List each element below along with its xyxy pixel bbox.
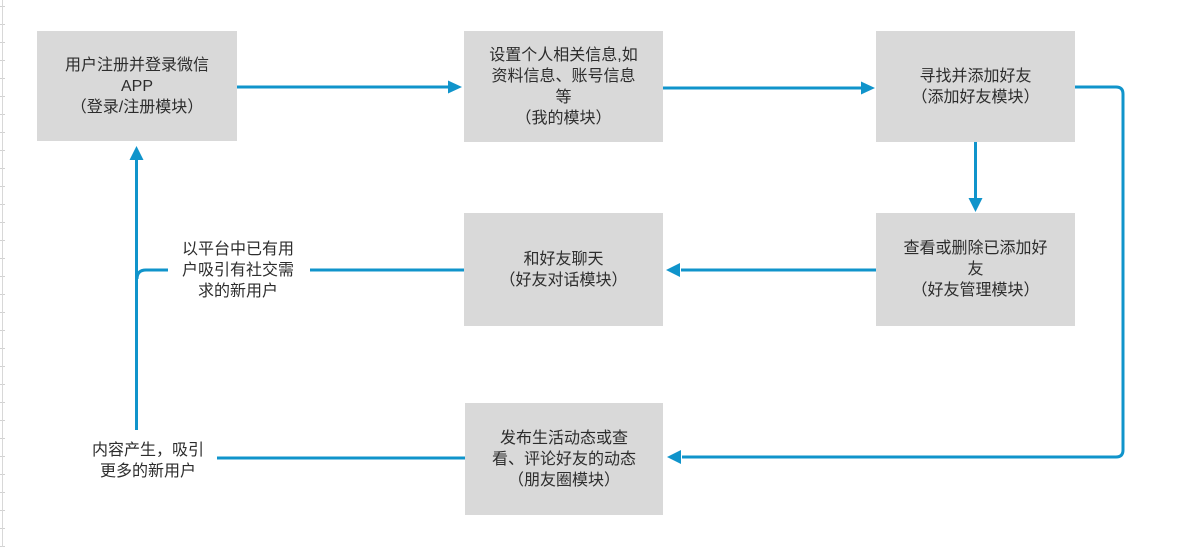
line-label-to-vertical-stub [135,268,168,280]
node-profile-setup[interactable]: 设置个人相关信息,如 资料信息、账号信息 等 （我的模块） [464,31,663,142]
label-content-growth[interactable]: 内容产生，吸引 更多的新用户 [91,442,204,480]
line-addfriends-loop-to-moments [682,85,1125,459]
node-add-friends[interactable]: 寻找并添加好友 （添加好友模块） [876,31,1075,142]
node-manage-friends[interactable]: 查看或删除已添加好 友 （好友管理模块） [876,213,1075,326]
node-register-login[interactable]: 用户注册并登录微信 APP （登录/注册模块） [37,31,237,141]
node-friend-chat[interactable]: 和好友聊天 （好友对话模块） [464,213,663,326]
arrowhead-into-register [129,146,144,160]
arrowhead-into-chat [666,263,680,277]
node-moments[interactable]: 发布生活动态或查 看、评论好友的动态 （朋友圈模块） [465,403,663,515]
arrowhead-into-moments [667,450,681,464]
arrowhead-into-addfriends [861,81,875,95]
arrowhead-into-manage [968,198,983,212]
arrowhead-into-profile [448,80,462,94]
label-attract-new-users[interactable]: 以平台中已有用 户吸引有社交需 求的新用户 [181,241,294,300]
page-edge-ruler-line [2,0,3,547]
